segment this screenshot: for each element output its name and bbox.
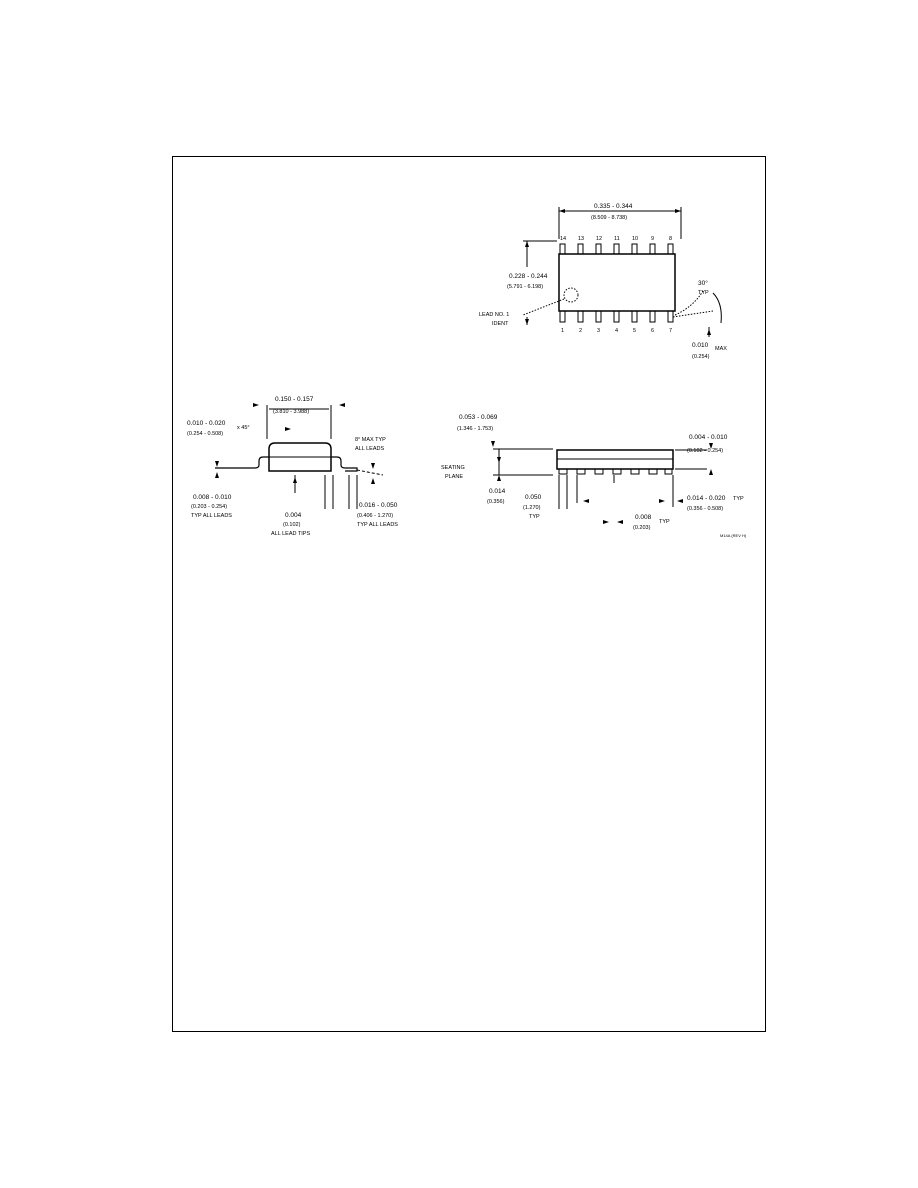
pin-label: 1: [561, 328, 564, 334]
lead-width-inch: 0.014 - 0.020: [687, 495, 726, 502]
top-length-mm: (8.509 - 8.738): [591, 215, 627, 221]
max-label: MAX: [715, 346, 727, 352]
pitch-mm: (1.270): [523, 505, 541, 511]
foot-length-mm: (0.406 - 1.270): [357, 513, 393, 519]
lead-tip-inch: 0.004: [285, 512, 302, 519]
seating-label-1: SEATING: [441, 465, 465, 471]
pin-label: 4: [615, 328, 618, 334]
top-view-arrows: [525, 209, 711, 335]
pin-label: 6: [651, 328, 654, 334]
pin-label: 14: [560, 236, 566, 242]
seat-inch: 0.014: [489, 488, 506, 495]
pin-label: 10: [632, 236, 638, 242]
max-mm: (0.254): [692, 354, 710, 360]
chamfer-mm: (0.254 - 0.508): [187, 431, 223, 437]
pin-label: 8: [669, 236, 672, 242]
foot-length-inch: 0.016 - 0.050: [359, 502, 398, 509]
drawing-code: M14A (REV H): [720, 533, 747, 538]
lead-thickness-inch: 0.008 - 0.010: [193, 494, 232, 501]
side-view-arrows: [491, 441, 713, 524]
standoff-inch: 0.004 - 0.010: [689, 434, 728, 441]
thickness-mm: (0.203): [633, 525, 651, 531]
lead-width-typ: TYP: [733, 496, 744, 502]
end-view: [215, 405, 384, 509]
top-width-mm: (5.791 - 6.198): [507, 284, 543, 290]
thickness-typ: TYP: [659, 519, 670, 525]
drawing-frame: 0.335 - 0.344 (8.509 - 8.738) 0.228 - 0.…: [172, 156, 766, 1032]
lead-angle-line1: 8° MAX TYP: [355, 437, 386, 443]
standoff-mm: (0.102 - 0.254): [687, 448, 723, 454]
pin-number-labels: 14 13 12 11 10 9 8 1 2 3 4 5 6 7: [560, 236, 672, 334]
top-pins: [559, 243, 674, 255]
lead-one-ident-mark: [563, 287, 579, 303]
chamfer-inch: 0.010 - 0.020: [187, 420, 226, 427]
end-width-mm: (3.810 - 3.988): [273, 409, 309, 415]
pin-label: 12: [596, 236, 602, 242]
pin-label: 7: [669, 328, 672, 334]
package-outline-drawing: 0.335 - 0.344 (8.509 - 8.738) 0.228 - 0.…: [187, 203, 747, 538]
lead-thickness-mm: (0.203 - 0.254): [191, 504, 227, 510]
lead-ident-label-2: IDENT: [492, 321, 509, 327]
angle-label: 30°: [698, 279, 708, 287]
top-view-labels: 0.335 - 0.344 (8.509 - 8.738) 0.228 - 0.…: [479, 203, 727, 360]
max-inch: 0.010: [692, 342, 709, 349]
lead-ident-label-1: LEAD NO. 1: [479, 312, 509, 318]
pin-label: 9: [651, 236, 654, 242]
seat-mm: (0.356): [487, 499, 505, 505]
pitch-inch: 0.050: [525, 494, 542, 501]
end-view-arrows: [215, 403, 375, 484]
lead-angle-line2: ALL LEADS: [355, 446, 384, 452]
end-width-inch: 0.150 - 0.157: [275, 396, 314, 403]
top-length-inch: 0.335 - 0.344: [594, 203, 633, 210]
top-view-body: [558, 253, 676, 312]
end-view-body: [268, 442, 332, 472]
angle-typ-label: TYP: [698, 290, 709, 296]
thickness-inch: 0.008: [635, 514, 652, 521]
pin-label: 13: [578, 236, 584, 242]
chamfer-angle: x 45°: [237, 425, 250, 431]
lead-tip-mm: (0.102): [283, 522, 301, 528]
lead-width-mm: (0.356 - 0.508): [687, 506, 723, 512]
end-view-labels: 0.150 - 0.157 (3.810 - 3.988) 0.010 - 0.…: [187, 396, 398, 537]
side-view: [493, 448, 707, 509]
bottom-pins: [559, 310, 674, 323]
height-mm: (1.346 - 1.753): [457, 426, 493, 432]
top-width-inch: 0.228 - 0.244: [509, 273, 548, 280]
seating-label-2: PLANE: [445, 474, 463, 480]
pitch-typ: TYP: [529, 514, 540, 520]
side-view-labels: 0.053 - 0.069 (1.346 - 1.753) 0.004 - 0.…: [441, 414, 747, 538]
pin-label: 11: [614, 236, 620, 242]
top-view: [522, 207, 722, 337]
end-view-left-lead: [215, 456, 269, 469]
pin-label: 5: [633, 328, 636, 334]
foot-length-note: TYP ALL LEADS: [357, 522, 398, 528]
height-inch: 0.053 - 0.069: [459, 414, 498, 421]
pin-label: 2: [579, 328, 582, 334]
pin-label: 3: [597, 328, 600, 334]
end-view-right-lead: [331, 456, 358, 472]
side-view-leads: [558, 468, 673, 475]
lead-tip-note: ALL LEAD TIPS: [271, 531, 310, 537]
lead-thickness-note: TYP ALL LEADS: [191, 513, 232, 519]
